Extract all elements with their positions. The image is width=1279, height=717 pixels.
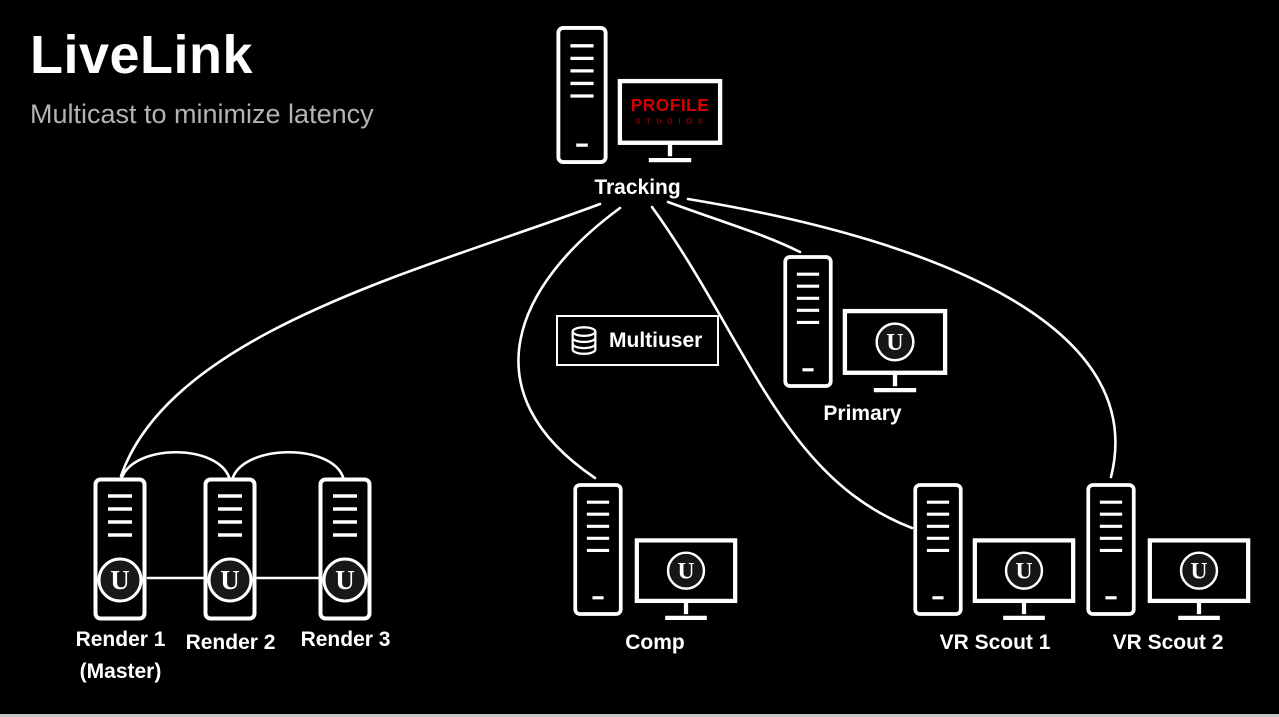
node-label-multiuser: Multiuser [609,328,703,352]
wire-render1-render2-arc [120,451,231,479]
node-render3: Render 3 [288,477,403,692]
node-label-render2: Render 2 [185,631,276,654]
page-title: LiveLink [30,25,254,85]
page-subtitle: Multicast to minimize latency [30,99,374,130]
title-block: LiveLink Multicast to minimize latency [30,25,374,130]
wire-render2-render3-arc [231,451,345,479]
node-label-vrscout2: VR Scout 2 [1112,631,1224,654]
node-primary: Primary [770,252,955,428]
node-label-vrscout1: VR Scout 1 [939,631,1051,654]
monitor-unreal-icon [972,537,1076,627]
server-tower-icon [555,24,609,166]
node-render1: Render 1 (Master) [63,477,178,692]
node-tracking: Tracking [545,24,730,206]
server-tower-icon [912,479,964,620]
wire-tracking-vrscout1 [650,205,914,530]
node-sublabel-render1: (Master) [79,660,162,683]
node-label-tracking: Tracking [594,176,681,199]
wire-tracking-vrscout2 [686,197,1117,479]
wire-tracking-primary [666,200,802,254]
wire-tracking-comp [517,206,622,480]
server-tower-unreal-icon [92,477,148,621]
server-tower-icon [1085,479,1137,620]
node-label-render3: Render 3 [300,628,391,651]
server-tower-icon [572,479,624,620]
node-multiuser: Multiuser [556,315,719,366]
node-label-comp: Comp [625,631,685,654]
database-icon [567,324,601,358]
wire-tracking-render1 [119,202,602,478]
node-render2: Render 2 [173,477,288,692]
node-vrscout2: VR Scout 2 [1073,479,1263,659]
server-tower-icon [782,252,834,391]
monitor-unreal-icon [842,308,948,399]
server-tower-unreal-icon [317,477,373,621]
node-label-render1: Render 1 [75,628,166,651]
node-label-primary: Primary [823,402,902,425]
node-comp: Comp [560,479,750,659]
monitor-unreal-icon [1147,537,1251,627]
monitor-unreal-icon [634,537,738,627]
bottom-accent-bar [0,714,1279,717]
node-vrscout1: VR Scout 1 [900,479,1090,659]
server-tower-unreal-icon [202,477,258,621]
monitor-profile-icon [617,78,723,169]
